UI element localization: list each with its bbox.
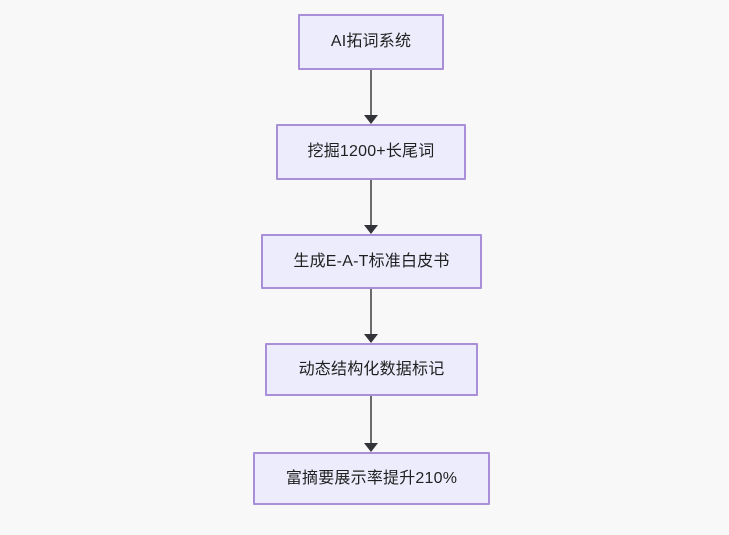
arrow-down-icon xyxy=(364,115,378,124)
flow-node-rich-snippet-rate-increase[interactable]: 富摘要展示率提升210% xyxy=(253,452,490,505)
flow-connector-n1-n2 xyxy=(362,70,380,124)
flow-connector-n3-n4 xyxy=(362,289,380,343)
flow-node-label: 动态结构化数据标记 xyxy=(298,360,445,378)
flow-node-dynamic-structured-data-markup[interactable]: 动态结构化数据标记 xyxy=(265,343,478,396)
connector-line xyxy=(370,180,372,226)
flow-connector-n4-n5 xyxy=(362,396,380,452)
connector-line xyxy=(370,70,372,116)
flow-node-label: AI拓词系统 xyxy=(330,33,412,50)
flow-connector-n2-n3 xyxy=(362,180,380,234)
flow-node-mine-longtail-keywords[interactable]: 挖掘1200+长尾词 xyxy=(276,124,466,180)
arrow-down-icon xyxy=(364,443,378,452)
connector-line xyxy=(370,396,372,444)
flow-node-ai-keyword-system[interactable]: AI拓词系统 xyxy=(298,14,444,70)
flow-node-label: 生成E-A-T标准白皮书 xyxy=(293,252,450,270)
arrow-down-icon xyxy=(364,334,378,343)
arrow-down-icon xyxy=(364,225,378,234)
flow-node-label: 挖掘1200+长尾词 xyxy=(307,143,435,160)
connector-line xyxy=(370,289,372,335)
flow-node-generate-eat-whitepaper[interactable]: 生成E-A-T标准白皮书 xyxy=(261,234,482,289)
flow-node-label: 富摘要展示率提升210% xyxy=(285,469,458,487)
